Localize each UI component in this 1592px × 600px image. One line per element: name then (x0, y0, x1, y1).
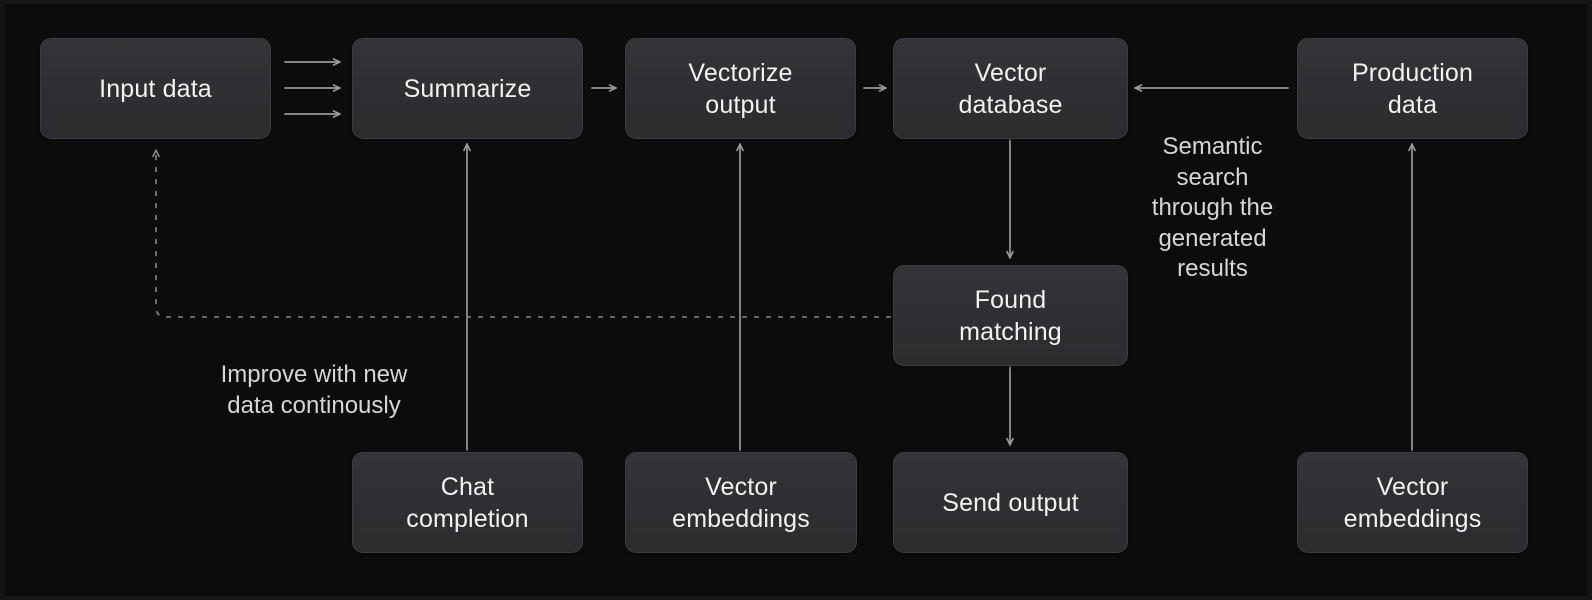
node-input-data-label: Input data (99, 74, 212, 103)
canvas-frame-top (0, 0, 1592, 4)
node-input-data[interactable]: Input data (40, 38, 271, 139)
node-vectorize-output-label: Vectorize output (688, 58, 793, 119)
canvas-frame-right (1587, 0, 1592, 600)
node-chat-completion[interactable]: Chat completion (352, 452, 583, 553)
annotation-semantic-search-text: Semantic search through the generated re… (1151, 133, 1274, 283)
node-vector-embeddings-middle-label: Vector embeddings (672, 472, 810, 533)
node-vector-embeddings-right[interactable]: Vector embeddings (1297, 452, 1528, 553)
annotation-improve-loop-text: Improve with new data continously (220, 361, 408, 419)
annotation-semantic-search: Semantic search through the generated re… (1135, 102, 1290, 285)
edge-input-to-summarize (284, 58, 341, 118)
node-chat-completion-label: Chat completion (406, 472, 529, 533)
node-found-matching-label: Found matching (959, 285, 1062, 346)
annotation-improve-loop: Improve with new data continously (180, 330, 448, 421)
node-vector-embeddings-middle[interactable]: Vector embeddings (625, 452, 857, 553)
edge-found-matching-to-input-data (152, 149, 891, 318)
node-vector-database-label: Vector database (958, 58, 1063, 119)
node-production-data[interactable]: Production data (1297, 38, 1528, 139)
node-production-data-label: Production data (1351, 58, 1474, 119)
node-found-matching[interactable]: Found matching (893, 265, 1128, 366)
canvas-frame-left (0, 0, 5, 600)
node-send-output[interactable]: Send output (893, 452, 1128, 553)
node-summarize[interactable]: Summarize (352, 38, 583, 139)
node-send-output-label: Send output (942, 488, 1079, 517)
node-vector-embeddings-right-label: Vector embeddings (1343, 472, 1482, 533)
node-vector-database[interactable]: Vector database (893, 38, 1128, 139)
node-vectorize-output[interactable]: Vectorize output (625, 38, 856, 139)
node-summarize-label: Summarize (403, 74, 532, 103)
canvas-frame-bottom (0, 596, 1592, 600)
